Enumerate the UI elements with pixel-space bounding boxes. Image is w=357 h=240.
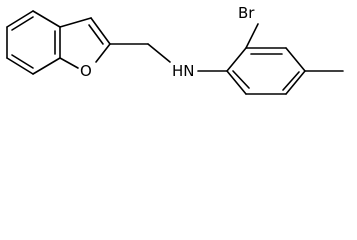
- br-bond: [245, 23, 259, 49]
- bond: [226, 47, 247, 72]
- bond: [285, 47, 306, 72]
- bond: [226, 70, 247, 95]
- bond: [59, 57, 79, 69]
- bond: [95, 43, 111, 63]
- benzene-ring-left: [6, 10, 61, 75]
- ch2-nh-bond: [147, 43, 171, 63]
- bond: [90, 17, 111, 45]
- double-bond-inner: [88, 24, 104, 45]
- bond: [32, 57, 61, 75]
- structure-diagram: O HN Br: [6, 4, 344, 95]
- double-bond-inner: [11, 54, 34, 69]
- bond: [59, 17, 92, 28]
- oxygen-atom-label: O: [80, 62, 92, 80]
- bromine-atom-label: Br: [238, 4, 255, 22]
- double-bond-inner: [232, 70, 250, 89]
- bond: [285, 70, 306, 95]
- bond: [32, 10, 61, 28]
- molecule-canvas: O HN Br: [0, 0, 357, 117]
- amine-atom-label: HN: [172, 62, 195, 80]
- benzene-ring-right: [226, 47, 306, 95]
- bond: [6, 57, 34, 75]
- furan-ring: [59, 17, 111, 69]
- bond: [6, 10, 34, 28]
- double-bond-inner: [11, 16, 34, 31]
- double-bond-inner: [282, 71, 300, 91]
